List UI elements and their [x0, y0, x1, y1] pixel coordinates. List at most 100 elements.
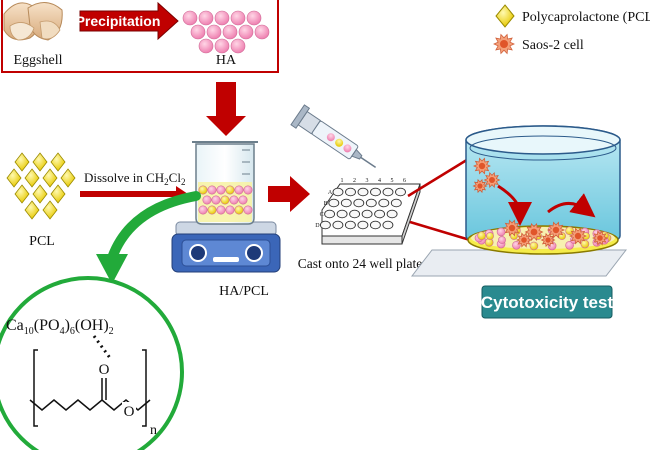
dissolve-label: Dissolve in CH2Cl2 — [84, 170, 185, 187]
well — [369, 220, 381, 230]
saos2-cell-icon — [547, 221, 565, 239]
pcl-diamond-icon — [32, 184, 48, 204]
pcl-diamond-icon — [6, 168, 22, 188]
legend: Polycaprolactone (PCL) Saos-2 cell — [493, 4, 650, 55]
mixture-sphere — [243, 205, 253, 215]
well — [382, 187, 394, 197]
right-arrow — [268, 176, 310, 212]
mixture-sphere — [216, 185, 226, 195]
ha-sphere — [214, 38, 230, 54]
well-row-label: A — [328, 190, 333, 196]
mixture-sphere — [216, 205, 226, 215]
carbonyl-oxygen: O — [99, 362, 110, 378]
ha-sphere — [198, 38, 214, 54]
precipitation-arrow: Precipitation — [76, 1, 179, 41]
well — [319, 220, 331, 230]
well-col-label: 6 — [403, 178, 406, 184]
chemistry-zoom-circle: Ca10(PO4)6(OH)2 O O n — [0, 276, 184, 450]
green-arrow — [107, 191, 201, 263]
mixture-sphere — [198, 205, 208, 215]
saos2-cell-icon — [493, 33, 515, 55]
eggshell-icon — [3, 2, 63, 41]
mixture-sphere — [234, 205, 244, 215]
pcl-diamond-icon — [24, 200, 40, 220]
pcl-diamond-icon — [24, 168, 40, 188]
well-col-label: 3 — [366, 178, 369, 184]
pcl-diamond-icon — [60, 168, 76, 188]
well — [336, 209, 348, 219]
saos2-cell-icon — [472, 178, 488, 194]
well — [324, 209, 336, 219]
well-row-label: C — [320, 212, 324, 218]
well — [328, 198, 340, 208]
ha-sphere — [230, 38, 246, 54]
well — [365, 198, 377, 208]
well — [378, 198, 390, 208]
well — [340, 198, 352, 208]
ha-sphere — [230, 10, 246, 26]
well-col-label: 5 — [391, 178, 394, 184]
repeat-n: n — [150, 423, 157, 438]
ha-label: HA — [216, 53, 237, 68]
ester-oxygen: O — [124, 404, 135, 420]
well-row-label: D — [315, 223, 320, 229]
scaffold-sphere — [498, 236, 506, 244]
mixture-sphere — [202, 195, 212, 205]
cytotoxicity-badge: Cytotoxicity test — [481, 285, 613, 319]
mixture-sphere — [229, 195, 239, 205]
cast-label: Cast onto 24 well plate — [298, 256, 422, 271]
ha-sphere — [222, 24, 238, 40]
saos2-cell-icon — [540, 232, 556, 248]
ha-sphere — [238, 24, 254, 40]
pcl-diamond-cluster — [6, 152, 76, 220]
scaffold-sphere — [496, 227, 506, 237]
hydroxyapatite-formula: Ca10(PO4)6(OH)2 — [6, 317, 114, 337]
down-arrow — [206, 82, 246, 136]
well — [349, 209, 361, 219]
pcl-diamond-icon — [14, 152, 30, 172]
well — [357, 220, 369, 230]
green-arrowhead — [96, 254, 128, 284]
ha-pcl-label: HA/PCL — [219, 284, 269, 299]
scaffold-sphere — [477, 231, 486, 241]
saos2-cell-icon — [569, 227, 587, 245]
scaffold-sphere — [565, 240, 574, 250]
ha-sphere — [190, 24, 206, 40]
well-row-label: B — [324, 201, 328, 207]
petri-dish-icon — [410, 125, 628, 277]
well — [395, 187, 406, 197]
saos2-cell-icon — [516, 232, 532, 248]
pcl-diamond-icon — [50, 184, 66, 204]
ha-sphere — [182, 10, 198, 26]
pcl-diamond-icon — [50, 152, 66, 172]
top-panel: Eggshell Precipitation HA — [1, 0, 279, 73]
well-col-label: 1 — [341, 178, 344, 184]
mixture-sphere — [207, 185, 217, 195]
well — [344, 220, 356, 230]
ha-sphere — [206, 24, 222, 40]
scaffold-sphere — [529, 241, 539, 251]
legend-pcl-label: Polycaprolactone (PCL) — [522, 10, 650, 25]
saos2-cell-icon — [473, 157, 491, 175]
scaffold-sphere — [565, 226, 574, 236]
mixture-sphere — [225, 185, 235, 195]
syringe-icon — [290, 104, 377, 169]
well — [332, 220, 344, 230]
dissolve-arrow: Dissolve in CH2Cl2 — [80, 170, 188, 202]
mixture-sphere — [211, 195, 221, 205]
mixture-sphere — [207, 205, 217, 215]
well — [332, 187, 344, 197]
well — [374, 209, 386, 219]
ha-sphere — [214, 10, 230, 26]
mixture-sphere — [243, 185, 253, 195]
saos2-cell-icon — [592, 230, 608, 246]
pcl-diamond-icon — [32, 152, 48, 172]
well — [357, 187, 369, 197]
pcl-diamond-icon — [14, 184, 30, 204]
well — [382, 220, 394, 230]
well — [390, 198, 402, 208]
well — [361, 209, 373, 219]
well — [370, 187, 381, 197]
